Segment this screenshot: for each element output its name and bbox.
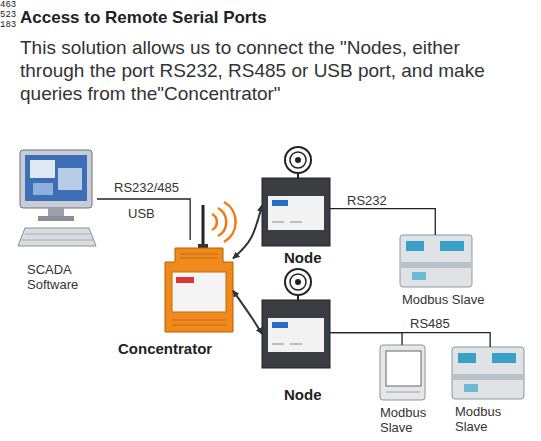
antenna [202,205,205,248]
port-label: RS485 [408,316,452,331]
serial-cable [330,333,490,347]
monitor-screen [25,155,87,201]
diagram-title: Access to Remote Serial Ports [20,8,267,28]
front-panel [172,272,226,312]
device-label: SCADA Software [27,262,102,292]
device-node: Modbus Slave [400,235,472,287]
monitor-frame [20,150,92,208]
device-label: Modbus Slave [402,292,484,307]
device-node: Node [262,300,330,368]
keyboard-keys [22,234,93,240]
device-label: Node [284,249,322,267]
logo [176,277,194,283]
device-label: Modbus Slave [455,404,507,434]
vent-lines [172,254,226,325]
device-node: Node [262,178,330,246]
port-label: RS232/485 [112,180,181,195]
port-label: RS232 [345,193,389,208]
monitor-stand [48,208,64,216]
device-node: Concentrator [165,240,233,332]
device-label: Modbus Slave [380,405,432,435]
device-label: Node [284,386,322,404]
screen-window [33,183,53,195]
signal-label: USB [128,206,155,221]
radio-waves [212,202,236,242]
plc-device [400,235,472,287]
description-text: This solution allows us to connect the "… [20,36,512,105]
orange-housing [165,248,233,332]
device-label: Concentrator [118,340,212,358]
device-node: Modbus Slave [380,345,425,400]
wireless-link [233,291,262,334]
computer-icon [18,150,96,246]
plc-device [452,347,524,399]
serial-cable [330,209,435,235]
meter-device [380,345,425,400]
wireless-link [233,205,262,258]
monitor-base [38,216,74,221]
screen-window [30,160,55,178]
device-node: SCADA Software [15,150,97,248]
serial-cable [97,199,190,240]
serial-cable [330,333,402,345]
node-device [262,147,330,246]
device-node: Modbus Slave [452,347,524,399]
concentrator-device [165,202,236,332]
screen-window [58,168,82,190]
keyboard [18,228,96,246]
node-device [262,269,330,368]
